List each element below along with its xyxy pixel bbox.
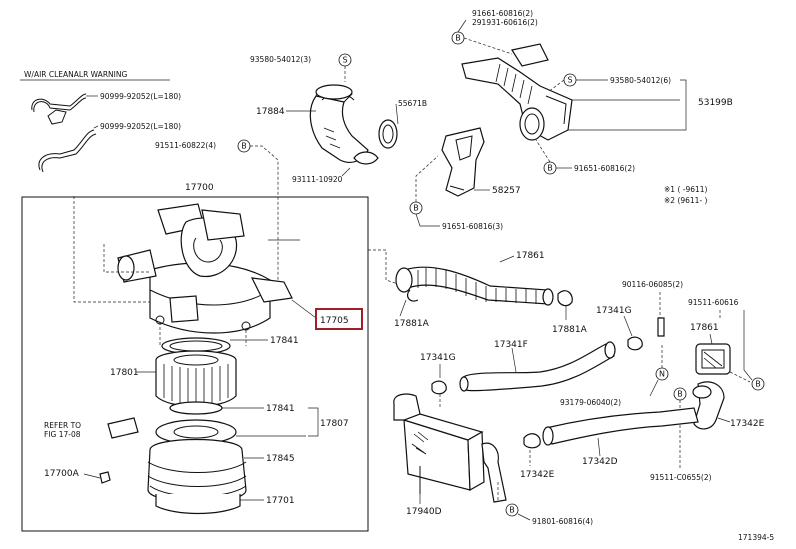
bolt-90116 <box>657 317 665 337</box>
sleeve-55671b <box>378 119 398 149</box>
label-17845: 17845 <box>266 454 295 464</box>
remark-1: ※1 ( -9611) <box>664 185 708 194</box>
clamp-17342e-center <box>523 433 541 449</box>
label-53199B: 53199B <box>698 98 733 108</box>
figure-ref-line1: REFER TO <box>44 421 81 430</box>
duct-17884 <box>309 84 369 163</box>
label-58257: 58257 <box>492 186 521 196</box>
label-90999-a: 90999-92052(L=180) <box>100 92 181 101</box>
drawing-code: 171394-5 <box>738 533 774 542</box>
label-91511-4: 91511-60822(4) <box>155 141 216 150</box>
label-17342E-c: 17342E <box>520 470 555 480</box>
clamp-17881a-right <box>557 290 573 307</box>
hose-connector <box>47 109 67 125</box>
duct-53199b <box>461 43 573 141</box>
remark-2: ※2 (9611- ) <box>664 196 708 205</box>
air-cleaner-lower-case <box>147 419 247 503</box>
warning-note: W/AIR CLEANALR WARNING <box>24 70 127 79</box>
label-91511-c0655: 91511-C0655(2) <box>650 473 712 482</box>
svg-text:B: B <box>509 506 515 515</box>
label-91651-3: 91651-60816(3) <box>442 222 503 231</box>
label-55671B: 55671B <box>398 99 427 108</box>
label-17342E-r: 17342E <box>730 419 765 429</box>
label-91511-60616: 91511-60616 <box>688 298 739 307</box>
label-17700A: 17700A <box>44 469 80 479</box>
label-93580-6: 93580-54012(6) <box>610 76 671 85</box>
label-17700: 17700 <box>185 183 214 193</box>
symbol-b-icon <box>751 377 765 391</box>
svg-text:B: B <box>755 380 761 389</box>
label-17341F: 17341F <box>494 340 528 350</box>
label-17881A-r: 17881A <box>552 325 588 335</box>
label-17705: 17705 <box>320 316 349 326</box>
label-17341G-r: 17341G <box>596 306 632 316</box>
bracket-58257 <box>441 127 485 197</box>
hose-17342d <box>542 407 699 446</box>
resonator-17940d <box>393 393 507 503</box>
svg-text:B: B <box>241 142 247 151</box>
svg-text:S: S <box>567 76 572 85</box>
label-17841-bot: 17841 <box>266 404 295 414</box>
label-91661-2: 91661-60816(2) <box>472 9 533 18</box>
clamp-93111 <box>353 151 379 165</box>
warning-hose-upper <box>31 93 87 111</box>
label-17342D: 17342D <box>582 457 618 467</box>
highlighted-part-17705[interactable] <box>315 308 363 330</box>
air-cleaner-housing <box>117 203 293 334</box>
air-filter-element <box>155 350 237 408</box>
label-17940D: 17940D <box>406 507 442 517</box>
ref-duct-icon <box>107 417 139 439</box>
valve-17861-right <box>695 343 731 375</box>
hose-17342e-right <box>692 381 725 430</box>
label-91801: 91801-60816(4) <box>532 517 593 526</box>
label-90116: 90116-06085(2) <box>622 280 683 289</box>
warning-hose-lower <box>38 129 95 171</box>
label-17701: 17701 <box>266 496 295 506</box>
bottom-seal <box>155 494 241 515</box>
clamp-17881a-left <box>406 289 419 302</box>
label-93111: 93111-10920 <box>292 175 343 184</box>
label-17841-top: 17841 <box>270 336 299 346</box>
label-17861-top: 17861 <box>516 251 545 261</box>
label-17801: 17801 <box>110 368 139 378</box>
clamp-17341g-left <box>431 380 447 395</box>
svg-text:N: N <box>659 370 665 379</box>
hose-17341f <box>459 341 616 392</box>
svg-text:S: S <box>342 56 347 65</box>
svg-text:B: B <box>547 164 553 173</box>
label-17341G-l: 17341G <box>420 353 456 363</box>
svg-text:B: B <box>455 34 461 43</box>
label-91651-2: 91651-60816(2) <box>574 164 635 173</box>
clamp-17341g-right <box>627 336 643 351</box>
label-17881A-l: 17881A <box>394 319 430 329</box>
label-291931-2: 291931-60616(2) <box>472 18 538 27</box>
label-93580-3: 93580-54012(3) <box>250 55 311 64</box>
hose-17861 <box>395 266 554 306</box>
svg-text:B: B <box>413 204 419 213</box>
air-cleaner-assembly-box <box>21 196 369 532</box>
clip-17700a <box>99 471 111 484</box>
label-17884: 17884 <box>256 107 285 117</box>
figure-ref-line2: FIG 17-08 <box>44 430 81 439</box>
label-17807: 17807 <box>320 419 349 429</box>
label-90999-b: 90999-92052(L=180) <box>100 122 181 131</box>
label-93179: 93179-06040(2) <box>560 398 621 407</box>
svg-text:B: B <box>677 390 683 399</box>
symbol-b-icon <box>505 503 519 517</box>
gasket-lower <box>169 401 223 415</box>
label-17861-r: 17861 <box>690 323 719 333</box>
